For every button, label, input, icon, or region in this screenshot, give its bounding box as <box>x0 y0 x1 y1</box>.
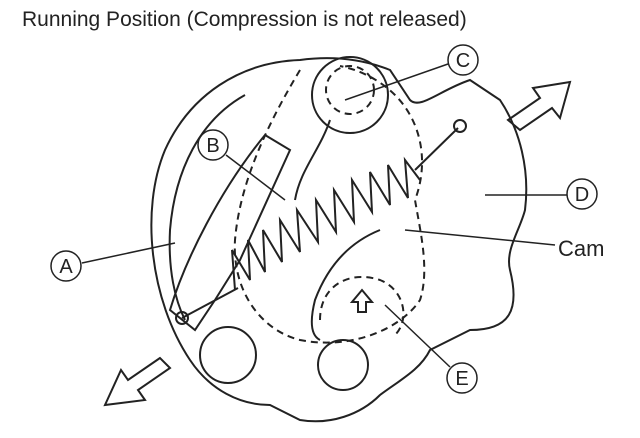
arrow-down-left-icon <box>103 356 172 407</box>
spring-rod <box>181 287 239 319</box>
cam-outline <box>233 65 426 344</box>
label-d: D <box>566 178 598 210</box>
leader-b <box>225 154 286 201</box>
arrow-up-right-icon <box>506 80 572 132</box>
svg-text:C: C <box>456 50 470 72</box>
hole-right <box>317 339 369 391</box>
cam-edge <box>294 119 381 341</box>
spring-pin <box>453 119 467 133</box>
leader-a <box>81 242 176 264</box>
leader-e <box>384 304 451 368</box>
hole-left <box>199 326 257 384</box>
svg-text:D: D <box>575 184 589 206</box>
diagram-title: Running Position (Compression is not rel… <box>22 8 467 31</box>
up-arrow-icon <box>349 288 375 313</box>
svg-text:E: E <box>455 368 468 390</box>
label-b: B <box>197 129 229 161</box>
label-e: E <box>446 362 478 394</box>
weight-a <box>168 133 292 332</box>
leader-cam <box>404 229 556 246</box>
leader-c <box>344 63 449 101</box>
spring-pin <box>175 311 189 325</box>
pivot-c-outer <box>311 56 389 134</box>
label-cam: Cam <box>558 236 604 261</box>
pivot-c-inner <box>325 65 375 115</box>
spring-b <box>231 156 421 291</box>
spring-rod <box>414 127 459 171</box>
label-c: C <box>447 44 479 76</box>
svg-text:B: B <box>206 135 219 157</box>
cam-e-outline <box>319 275 405 336</box>
plate-rim <box>168 94 246 321</box>
label-a: A <box>50 250 82 282</box>
flyweight-plate <box>150 57 528 423</box>
svg-text:A: A <box>59 256 73 278</box>
